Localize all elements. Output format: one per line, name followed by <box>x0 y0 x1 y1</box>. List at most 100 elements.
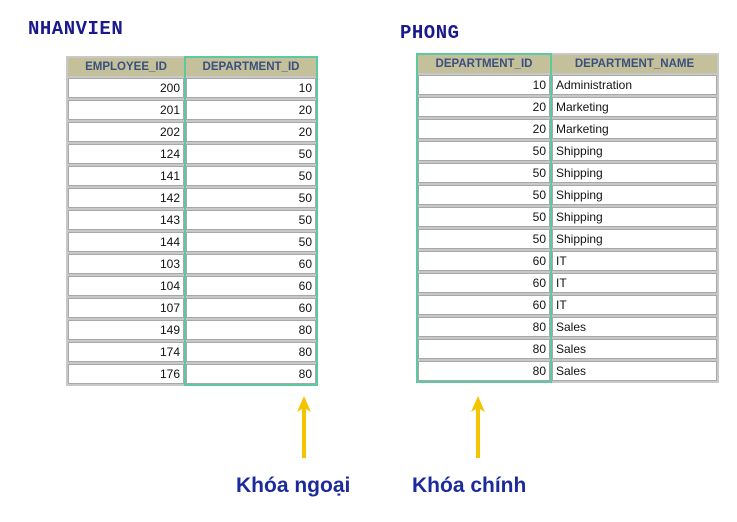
phong-cell: 50 <box>418 163 550 183</box>
nhanvien-cell: 80 <box>186 342 316 362</box>
phong-cell: 20 <box>418 119 550 139</box>
phong-cell: Shipping <box>552 229 717 249</box>
nhanvien-cell: 50 <box>186 188 316 208</box>
phong-cell: IT <box>552 273 717 293</box>
phong-cell: Shipping <box>552 207 717 227</box>
nhanvien-cell: 20 <box>186 100 316 120</box>
nhanvien-cell: 202 <box>68 122 184 142</box>
nhanvien-cell: 60 <box>186 276 316 296</box>
nhanvien-cell: 143 <box>68 210 184 230</box>
foreign-key-arrow-icon <box>297 396 311 458</box>
phong-cell: 80 <box>418 339 550 359</box>
nhanvien-cell: 124 <box>68 144 184 164</box>
nhanvien-cell: 103 <box>68 254 184 274</box>
nhanvien-header-employee-id: EMPLOYEE_ID <box>68 58 184 76</box>
phong-header-row: DEPARTMENT_ID DEPARTMENT_NAME <box>418 55 717 73</box>
phong-header-department-id: DEPARTMENT_ID <box>418 55 550 73</box>
phong-cell: 80 <box>418 361 550 381</box>
phong-cell: 10 <box>418 75 550 95</box>
nhanvien-cell: 50 <box>186 166 316 186</box>
phong-title: PHONG <box>400 22 460 44</box>
nhanvien-header-row: EMPLOYEE_ID DEPARTMENT_ID <box>68 58 316 76</box>
phong-cell: Marketing <box>552 119 717 139</box>
primary-key-arrow-icon <box>471 396 485 458</box>
nhanvien-cell: 149 <box>68 320 184 340</box>
phong-cell: Marketing <box>552 97 717 117</box>
nhanvien-cell: 176 <box>68 364 184 384</box>
nhanvien-cell: 60 <box>186 254 316 274</box>
nhanvien-cell: 10 <box>186 78 316 98</box>
nhanvien-cell: 144 <box>68 232 184 252</box>
phong-cell: Shipping <box>552 163 717 183</box>
phong-cell: IT <box>552 251 717 271</box>
nhanvien-cell: 80 <box>186 364 316 384</box>
phong-header-department-name: DEPARTMENT_NAME <box>552 55 717 73</box>
nhanvien-header-department-id: DEPARTMENT_ID <box>186 58 316 76</box>
phong-cell: 50 <box>418 185 550 205</box>
phong-cell: Shipping <box>552 141 717 161</box>
phong-cell: Sales <box>552 361 717 381</box>
phong-cell: 50 <box>418 229 550 249</box>
phong-cell: IT <box>552 295 717 315</box>
nhanvien-cell: 50 <box>186 210 316 230</box>
phong-cell: 50 <box>418 207 550 227</box>
phong-cell: 80 <box>418 317 550 337</box>
nhanvien-cell: 104 <box>68 276 184 296</box>
nhanvien-title: NHANVIEN <box>28 18 124 40</box>
nhanvien-cell: 141 <box>68 166 184 186</box>
nhanvien-cell: 20 <box>186 122 316 142</box>
nhanvien-cell: 142 <box>68 188 184 208</box>
nhanvien-cell: 80 <box>186 320 316 340</box>
phong-cell: 60 <box>418 273 550 293</box>
nhanvien-cell: 201 <box>68 100 184 120</box>
nhanvien-cell: 174 <box>68 342 184 362</box>
primary-key-caption: Khóa chính <box>412 474 527 497</box>
phong-cell: Sales <box>552 317 717 337</box>
nhanvien-cell: 107 <box>68 298 184 318</box>
nhanvien-cell: 200 <box>68 78 184 98</box>
phong-cell: 50 <box>418 141 550 161</box>
nhanvien-cell: 60 <box>186 298 316 318</box>
foreign-key-caption: Khóa ngoại <box>236 474 351 497</box>
nhanvien-cell: 50 <box>186 232 316 252</box>
phong-cell: Shipping <box>552 185 717 205</box>
phong-cell: 60 <box>418 295 550 315</box>
nhanvien-cell: 50 <box>186 144 316 164</box>
phong-cell: Administration <box>552 75 717 95</box>
phong-cell: 60 <box>418 251 550 271</box>
phong-cell: 20 <box>418 97 550 117</box>
phong-cell: Sales <box>552 339 717 359</box>
